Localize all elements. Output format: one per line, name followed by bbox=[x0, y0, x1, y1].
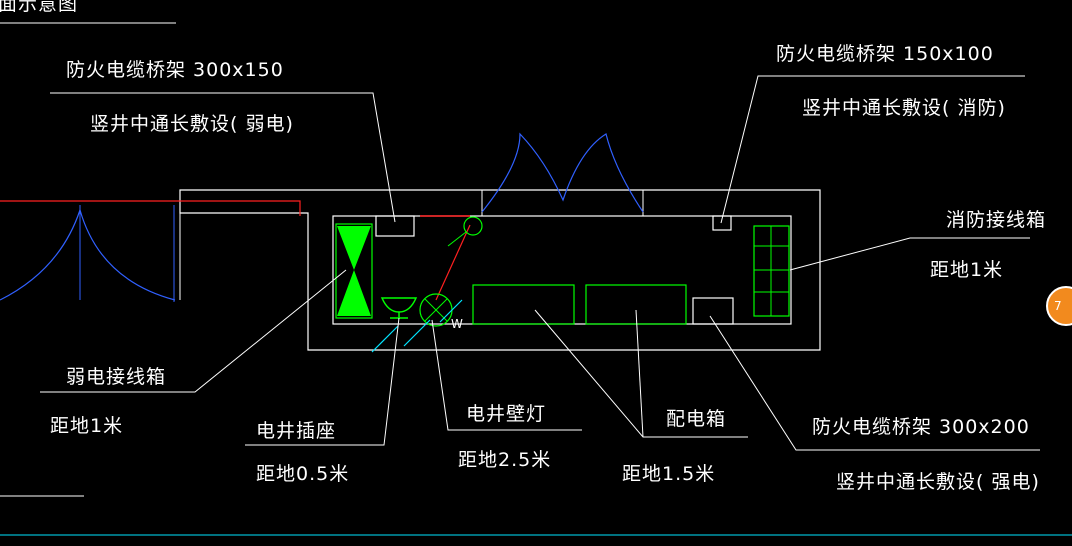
leader-fire-tray bbox=[720, 75, 1025, 224]
switch-symbol bbox=[463, 216, 483, 236]
socket-icon bbox=[380, 297, 418, 313]
leader-fire-box bbox=[789, 237, 1030, 271]
dimension-tick-2 bbox=[403, 319, 431, 347]
leader-weak-box bbox=[40, 269, 347, 393]
dimension-tick-1 bbox=[371, 325, 399, 353]
leader-weak-tray bbox=[50, 92, 396, 223]
distribution-panel-2 bbox=[585, 284, 687, 325]
label-strong-tray-note: 竖井中通长敷设( 强电) bbox=[836, 471, 1040, 493]
wall-lamp-cross-b bbox=[424, 298, 448, 322]
shaft-inner-wall bbox=[332, 215, 792, 325]
label-weak-tray-note: 竖井中通长敷设( 弱电) bbox=[90, 113, 294, 135]
label-fire-tray-note: 竖井中通长敷设( 消防) bbox=[802, 97, 1006, 119]
label-weak-box-height: 距地1米 bbox=[50, 415, 123, 437]
fire-cable-tray bbox=[712, 215, 732, 231]
label-panel-height: 距地1.5米 bbox=[622, 463, 715, 485]
corridor-door bbox=[0, 207, 176, 301]
floating-badge[interactable]: 7 bbox=[1046, 286, 1072, 326]
badge-text: 7 bbox=[1054, 299, 1062, 313]
leader-strong-tray bbox=[709, 315, 1040, 451]
drawing-title: 面示意图 bbox=[0, 0, 78, 15]
label-fire-box-height: 距地1米 bbox=[930, 259, 1003, 281]
red-wiring-lamp bbox=[435, 224, 471, 301]
label-weak-tray-title: 防火电缆桥架 300x150 bbox=[66, 59, 284, 81]
label-socket-height: 距地0.5米 bbox=[256, 463, 349, 485]
distribution-panel-1 bbox=[472, 284, 575, 325]
label-lamp-height: 距地2.5米 bbox=[458, 449, 551, 471]
label-socket-title: 电井插座 bbox=[256, 420, 336, 442]
weak-cable-tray bbox=[375, 215, 415, 237]
label-panel-title: 配电箱 bbox=[666, 408, 726, 430]
weak-junction-box bbox=[335, 223, 373, 319]
wall-lamp-mark: W bbox=[451, 317, 464, 331]
weak-junction-box-fill bbox=[337, 226, 371, 316]
switch-lever bbox=[447, 231, 467, 247]
label-strong-tray-title: 防火电缆桥架 300x200 bbox=[812, 416, 1030, 438]
label-fire-tray-title: 防火电缆桥架 150x100 bbox=[776, 43, 994, 65]
dimension-tick-3 bbox=[439, 299, 463, 323]
strong-cable-tray bbox=[692, 297, 734, 325]
label-weak-box-title: 弱电接线箱 bbox=[66, 366, 166, 388]
leader-socket bbox=[245, 317, 400, 446]
shaft-double-door bbox=[481, 132, 644, 213]
red-wiring-corridor bbox=[0, 200, 301, 216]
label-fire-box-title: 消防接线箱 bbox=[946, 209, 1046, 231]
label-lamp-title: 电井壁灯 bbox=[466, 403, 546, 425]
leader-panel-2 bbox=[635, 309, 644, 438]
leader-lamp bbox=[431, 319, 582, 431]
